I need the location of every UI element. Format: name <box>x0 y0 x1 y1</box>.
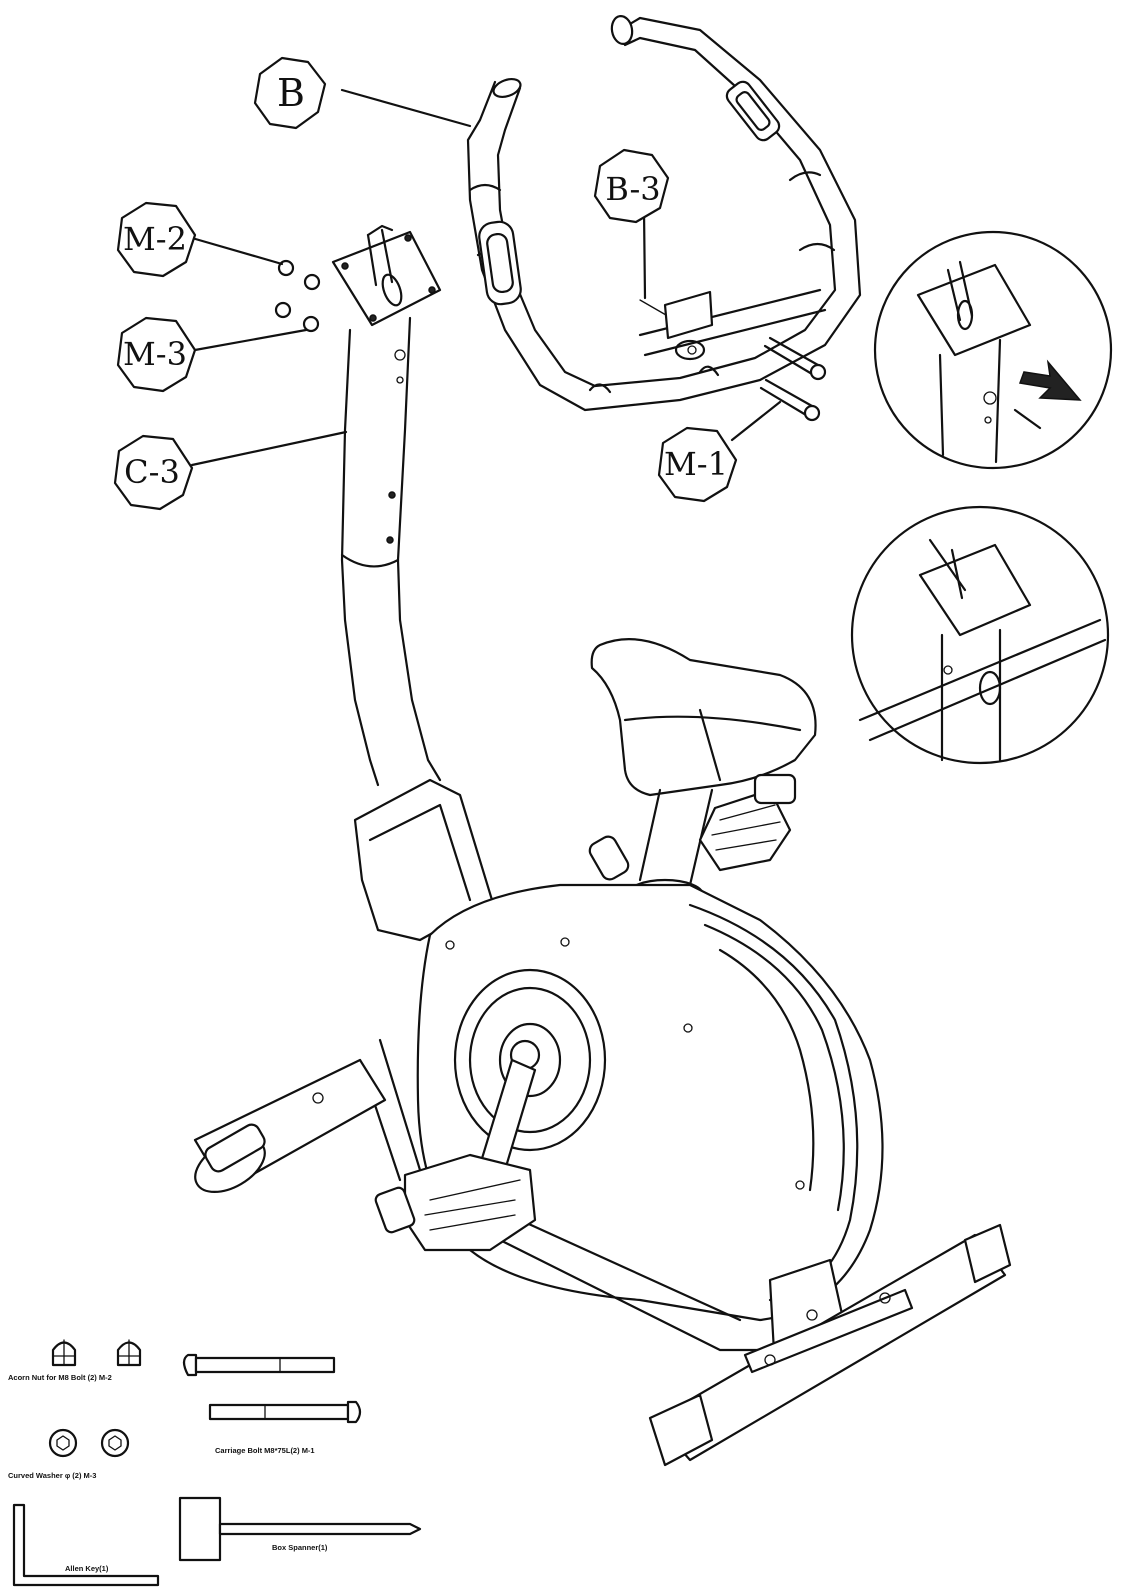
upright-post-c3 <box>331 224 442 787</box>
callout-b-label: B <box>277 71 305 115</box>
rear-stabilizer <box>648 1223 1012 1467</box>
callout-m1-label: M-1 <box>664 445 728 483</box>
allen-key-label: Allen Key(1) <box>65 1564 109 1573</box>
callout-m2: M-2 <box>116 201 197 278</box>
callout-b3: B-3 <box>593 148 670 224</box>
callout-m2-label: M-2 <box>123 220 187 258</box>
callout-b3-label: B-3 <box>605 170 660 208</box>
callout-m1: M-1 <box>657 426 738 503</box>
detail-view-bottom <box>850 505 1110 765</box>
carriage-bolt-label: Carriage Bolt M8*75L(2) M-1 <box>215 1446 315 1455</box>
callout-m3-label: M-3 <box>123 335 187 373</box>
curved-washer-icon <box>48 1428 130 1458</box>
detail-view-top <box>873 230 1113 470</box>
callout-b: B <box>253 56 327 130</box>
carriage-bolt-icon <box>182 1353 362 1424</box>
front-stabilizer <box>193 1058 387 1194</box>
callout-leaders <box>190 88 782 467</box>
seat <box>588 638 817 912</box>
parts-legend: Acorn Nut for M8 Bolt (2) M-2 Carriage B… <box>8 1339 422 1587</box>
box-spanner-label: Box Spanner(1) <box>272 1543 328 1552</box>
curved-washer-label: Curved Washer φ (2) M-3 <box>8 1471 96 1480</box>
callout-c3-label: C-3 <box>124 453 180 491</box>
front-pedal <box>374 1153 537 1252</box>
acorn-nut-icon <box>51 1339 142 1367</box>
box-spanner-icon <box>178 1496 422 1562</box>
handlebar-b <box>466 15 862 412</box>
acorn-nut-label: Acorn Nut for M8 Bolt (2) M-2 <box>8 1373 112 1382</box>
callout-c3: C-3 <box>113 434 194 511</box>
nuts-washers <box>274 259 321 333</box>
bolts-m1 <box>759 336 827 422</box>
callout-m3: M-3 <box>116 316 197 393</box>
allen-key-icon <box>12 1503 160 1587</box>
